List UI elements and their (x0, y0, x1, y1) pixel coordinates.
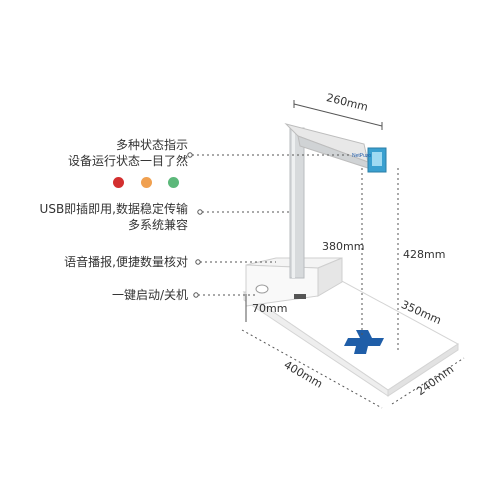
orange-status-dot (141, 177, 152, 188)
power-button (255, 284, 269, 294)
status-dots (113, 177, 183, 189)
feature-status-indicators: 多种状态指示 设备运行状态一目了然 (68, 137, 188, 169)
dim-base-height: 70mm (252, 302, 288, 315)
base-housing-side (317, 257, 343, 297)
voice-leader-dot (195, 259, 201, 265)
dim-total-height: 428mm (403, 248, 446, 261)
dimension-lines (192, 100, 465, 409)
base-plate-side (387, 343, 459, 397)
feature-voice: 语音播报,便捷数量核对 (64, 254, 188, 270)
dim-arm-height: 380mm (322, 240, 365, 253)
camera-lens-panel (372, 152, 382, 166)
usb-port (294, 294, 306, 299)
power-leader-dot (193, 292, 199, 298)
top-width-line (293, 103, 383, 127)
feature-power: 一键启动/关机 (112, 287, 188, 303)
feature-usb: USB即插即用,数据稳定传输 多系统兼容 (40, 201, 188, 233)
feature-power-line-1: 一键启动/关机 (111, 288, 188, 302)
leader-end-dots (187, 152, 203, 298)
base-length-line (241, 329, 383, 409)
status-leader-dot (187, 152, 193, 158)
base-depth-line (391, 357, 465, 405)
scan-area-cross (344, 330, 384, 354)
feature-usb-line-2: 多系统兼容 (127, 218, 188, 232)
vertical-arm-highlight (292, 128, 295, 278)
brand-logo: NetPuzo (352, 153, 371, 159)
usb-leader-dot (197, 209, 203, 215)
green-status-dot (168, 177, 179, 188)
red-status-dot (113, 177, 124, 188)
feature-voice-line-1: 语音播报,便捷数量核对 (64, 255, 188, 269)
feature-usb-line-1: USB即插即用,数据稳定传输 (39, 202, 188, 216)
feature-status-line-1: 多种状态指示 (115, 138, 188, 152)
feature-status-line-2: 设备运行状态一目了然 (67, 154, 188, 168)
